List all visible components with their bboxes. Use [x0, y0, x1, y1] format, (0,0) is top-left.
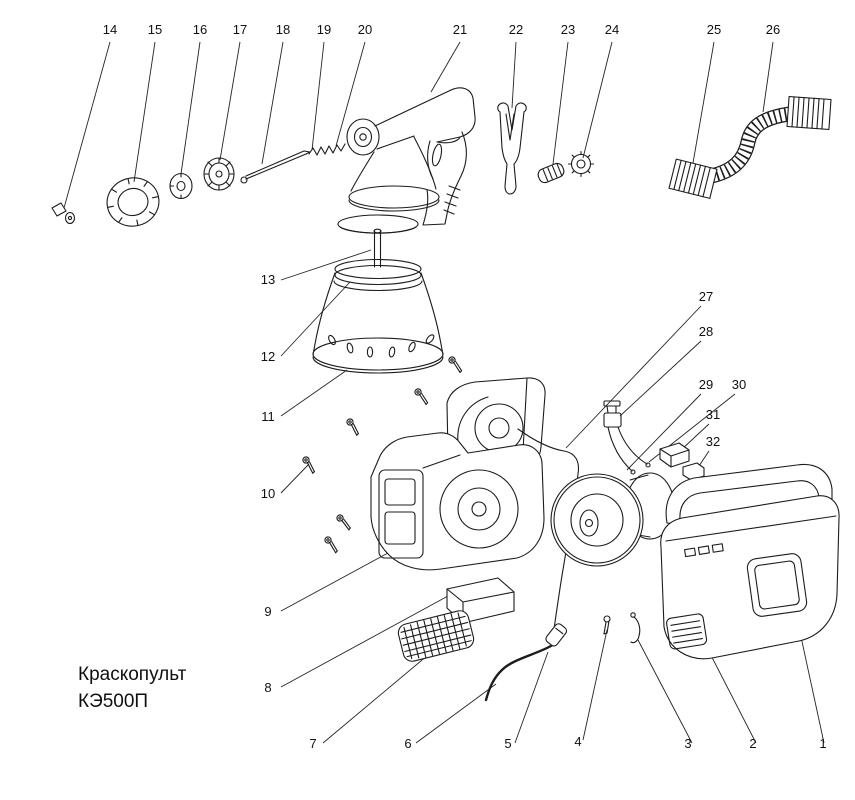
- leader-15: [133, 41, 156, 183]
- leader-21: [430, 41, 461, 93]
- part-label-22: 22: [509, 22, 523, 37]
- turbine-drawing: [550, 472, 675, 567]
- leader-12: [280, 281, 351, 357]
- spring-drawing: [308, 143, 346, 156]
- product-title-line2: КЭ500П: [78, 690, 149, 712]
- leader-10: [280, 463, 310, 494]
- part-label-5: 5: [504, 736, 511, 751]
- part-label-9: 9: [264, 604, 271, 619]
- part-label-18: 18: [276, 22, 290, 37]
- leader-4: [582, 629, 608, 741]
- part-label-29: 29: [699, 377, 713, 392]
- part-label-15: 15: [148, 22, 162, 37]
- spray-gun-drawing: [346, 87, 476, 226]
- leader-16: [180, 41, 201, 175]
- part-label-7: 7: [309, 736, 316, 751]
- part-label-10: 10: [261, 486, 275, 501]
- leader-5: [514, 651, 549, 744]
- part-label-21: 21: [453, 22, 467, 37]
- cup-lid-drawing: [337, 214, 419, 268]
- part-label-32: 32: [706, 434, 720, 449]
- cap-nut-drawing: [106, 177, 160, 227]
- cup-container-drawing: [312, 258, 444, 374]
- part-label-20: 20: [358, 22, 372, 37]
- leader-24: [582, 41, 613, 159]
- fork-part-drawing: [497, 102, 527, 195]
- nozzle-disc-drawing: [203, 157, 235, 191]
- part-label-6: 6: [404, 736, 411, 751]
- rear-housing-drawing: [370, 432, 545, 571]
- part-label-25: 25: [707, 22, 721, 37]
- part-label-11: 11: [261, 409, 275, 424]
- part-label-19: 19: [317, 22, 331, 37]
- part-label-17: 17: [233, 22, 247, 37]
- leader-23: [552, 41, 569, 165]
- air-hose-drawing: [668, 96, 832, 199]
- leader-7: [322, 649, 435, 744]
- leader-25: [692, 41, 715, 164]
- nozzle-tip-drawing: [51, 202, 76, 225]
- part-label-12: 12: [261, 349, 275, 364]
- part-label-23: 23: [561, 22, 575, 37]
- part-label-24: 24: [605, 22, 619, 37]
- filter-grid-drawing: [397, 610, 475, 662]
- part-label-4: 4: [574, 734, 581, 749]
- leader-27: [565, 305, 702, 449]
- latch-grille: [666, 613, 708, 650]
- part-labels: 14 15 16 17 18 19 20 21 22 23 24 25 26 2…: [103, 22, 827, 751]
- leader-14: [63, 41, 111, 209]
- leader-19: [311, 41, 325, 151]
- hose-connector-right: [786, 96, 832, 130]
- part-label-27: 27: [699, 289, 713, 304]
- hose-connector-left: [668, 158, 718, 199]
- part-label-13: 13: [261, 272, 275, 287]
- gear-nut-drawing: [567, 150, 595, 178]
- leader-9: [280, 552, 389, 612]
- part-label-8: 8: [264, 680, 271, 695]
- base-unit-drawing: [660, 463, 840, 660]
- bracket-drawing: [659, 442, 705, 481]
- part-label-1: 1: [819, 736, 826, 751]
- leader-26: [762, 41, 774, 113]
- leader-31: [680, 423, 710, 451]
- product-title: Краскопульт КЭ500П: [78, 662, 186, 715]
- part-label-28: 28: [699, 324, 713, 339]
- part-label-2: 2: [749, 736, 756, 751]
- part-label-30: 30: [732, 377, 746, 392]
- leader-29: [626, 393, 702, 471]
- part-label-3: 3: [684, 736, 691, 751]
- leader-lines: [63, 41, 825, 744]
- needle-drawing: [240, 150, 311, 184]
- leader-20: [335, 41, 366, 147]
- leader-22: [511, 41, 517, 109]
- power-cord-drawing: [484, 623, 568, 702]
- leader-13: [280, 249, 372, 281]
- leader-18: [261, 41, 284, 165]
- leader-11: [280, 369, 348, 417]
- leader-8: [280, 595, 449, 688]
- part-label-16: 16: [193, 22, 207, 37]
- washer-drawing: [169, 172, 193, 200]
- leader-28: [619, 340, 702, 417]
- part-label-26: 26: [766, 22, 780, 37]
- wires-drawing: [607, 426, 651, 475]
- switch-drawing: [603, 400, 622, 428]
- product-title-line1: Краскопульт: [78, 664, 187, 685]
- part-label-31: 31: [706, 407, 720, 422]
- small-fasteners-drawing: [603, 612, 641, 644]
- leader-3: [637, 639, 693, 744]
- leader-17: [219, 41, 241, 161]
- valve-cylinder-drawing: [537, 162, 565, 184]
- leader-6: [415, 683, 497, 744]
- part-label-14: 14: [103, 22, 117, 37]
